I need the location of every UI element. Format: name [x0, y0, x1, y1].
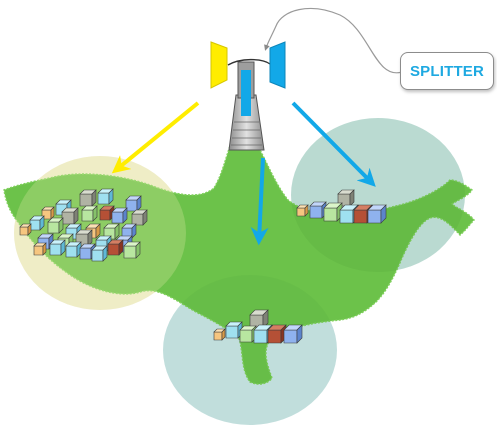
bottom-zone-overlay	[163, 275, 337, 425]
splitter-box: SPLITTER	[400, 52, 494, 90]
left-city-buildings	[19, 188, 148, 262]
right-zone-overlay	[291, 118, 465, 272]
splitter-label: SPLITTER	[409, 62, 485, 80]
blue-arrow-right	[291, 101, 376, 187]
yellow-arrow	[111, 101, 200, 174]
blue-antenna	[269, 41, 286, 89]
blue-arrow-center	[250, 157, 269, 246]
landmass	[3, 138, 475, 385]
right-town-buildings	[296, 189, 387, 224]
splitter-cable	[264, 7, 403, 74]
yellow-antenna	[210, 41, 228, 89]
bottom-town-buildings	[213, 309, 303, 344]
transmission-tower	[227, 58, 271, 151]
